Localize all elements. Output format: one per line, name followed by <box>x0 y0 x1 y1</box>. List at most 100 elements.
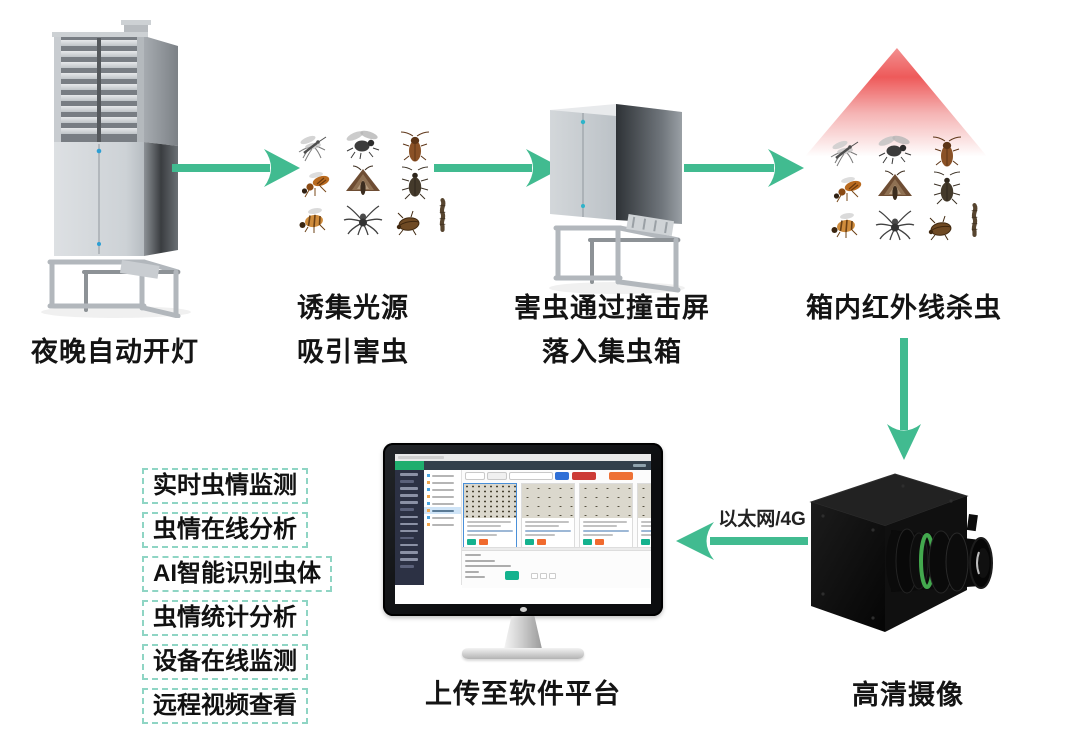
app-menu-item <box>400 508 414 511</box>
card-button-orange <box>537 539 546 545</box>
tree-node-text <box>432 481 454 484</box>
capture-card-list <box>463 483 651 549</box>
monitor-brand-dot <box>520 607 527 612</box>
monitor-stand <box>504 616 542 649</box>
screen-button-red <box>572 472 596 480</box>
camera-label: 高清摄像 <box>852 680 964 710</box>
step4-label: 箱内红外线杀虫 <box>806 293 1002 323</box>
capture-text-line <box>641 525 651 527</box>
device-tree-panel <box>424 470 462 585</box>
app-logo <box>395 461 424 470</box>
tree-node-icon <box>427 474 430 477</box>
moth-icon <box>340 164 386 200</box>
page-chip <box>540 573 547 579</box>
device-tree-row <box>424 521 461 528</box>
tab-chip <box>465 472 485 480</box>
card-button-green <box>467 539 476 545</box>
capture-card-actions <box>641 539 651 545</box>
capture-card-actions <box>583 539 629 545</box>
mosquito-icon <box>290 128 336 164</box>
form-row <box>465 559 495 562</box>
tree-node-text <box>432 474 454 477</box>
card-button-orange <box>595 539 604 545</box>
fly-icon <box>872 131 918 167</box>
app-menu-item <box>400 494 418 497</box>
app-menu-item <box>400 473 418 476</box>
insect-grid <box>290 126 452 242</box>
app-menu-item <box>400 543 418 547</box>
bee-icon <box>822 205 868 241</box>
feature-item: 实时虫情监测 <box>142 468 308 504</box>
capture-text-line <box>583 529 629 532</box>
app-menu-item <box>400 551 418 554</box>
flow-arrow-right-1 <box>172 149 300 187</box>
capture-text-line <box>583 534 613 536</box>
monitor-base <box>462 648 584 659</box>
wasp-icon <box>292 166 338 202</box>
app-menu-item <box>400 565 414 568</box>
monitor-screen <box>395 454 651 604</box>
browser-tab <box>398 456 444 459</box>
app-menu-item <box>400 487 418 490</box>
screen-save-button <box>505 571 519 580</box>
capture-text-line <box>467 520 511 523</box>
capture-card-actions <box>525 539 571 545</box>
detail-form <box>465 554 511 582</box>
insect-grid <box>822 131 984 247</box>
beetle-icon <box>924 171 970 207</box>
bug-icon <box>386 204 432 240</box>
capture-image <box>464 484 516 518</box>
larva-icon <box>968 201 981 239</box>
card-button-green <box>641 539 650 545</box>
capture-text-line <box>467 525 501 527</box>
tree-node-text <box>432 509 454 512</box>
capture-text-line <box>583 520 627 523</box>
step2-label-line2: 吸引害虫 <box>297 337 409 367</box>
app-user-area <box>633 464 646 467</box>
tree-node-text <box>432 502 454 505</box>
form-row <box>465 570 479 573</box>
moth-icon <box>872 169 918 205</box>
capture-card <box>521 483 575 549</box>
tree-node-icon <box>427 502 430 505</box>
collection-box-illustration <box>549 104 685 294</box>
bug-icon <box>918 209 964 245</box>
device-tree-row <box>424 500 461 507</box>
capture-text-line <box>583 525 617 527</box>
capture-text-line <box>525 529 571 532</box>
app-menu-item <box>400 501 418 504</box>
card-button-orange <box>479 539 488 545</box>
device-tree-row <box>424 479 461 486</box>
step3-label-line2: 落入集虫箱 <box>542 337 682 367</box>
tree-node-icon <box>427 488 430 491</box>
tree-node-icon <box>427 509 430 512</box>
tree-node-text <box>432 495 454 498</box>
capture-text-line <box>467 529 513 532</box>
capture-text-line <box>641 529 651 532</box>
tab-chip <box>487 472 507 480</box>
device-tree-row <box>424 486 461 493</box>
screen-button-orange <box>609 472 633 480</box>
beetle-icon <box>392 166 438 202</box>
wasp-icon <box>824 171 870 207</box>
search-input-mock <box>509 472 553 480</box>
capture-card <box>579 483 633 549</box>
app-menu-item <box>400 536 414 540</box>
browser-bar <box>395 454 651 461</box>
app-menu-item <box>400 522 418 526</box>
larva-icon <box>436 196 449 234</box>
app-sidebar <box>395 470 424 585</box>
step1-label: 夜晚自动开灯 <box>31 337 199 367</box>
device-tree-row <box>424 514 461 521</box>
tree-node-text <box>432 516 454 519</box>
form-row <box>465 565 511 568</box>
flow-arrow-down <box>887 338 921 460</box>
device-tree-row <box>424 472 461 479</box>
capture-card <box>463 483 517 549</box>
insect-trap-tower-illustration <box>41 20 191 318</box>
spider-icon <box>340 200 386 236</box>
capture-card-actions <box>467 539 513 545</box>
screen-button-blue <box>555 472 569 480</box>
capture-text-line <box>525 520 569 523</box>
capture-text-line <box>641 520 651 523</box>
